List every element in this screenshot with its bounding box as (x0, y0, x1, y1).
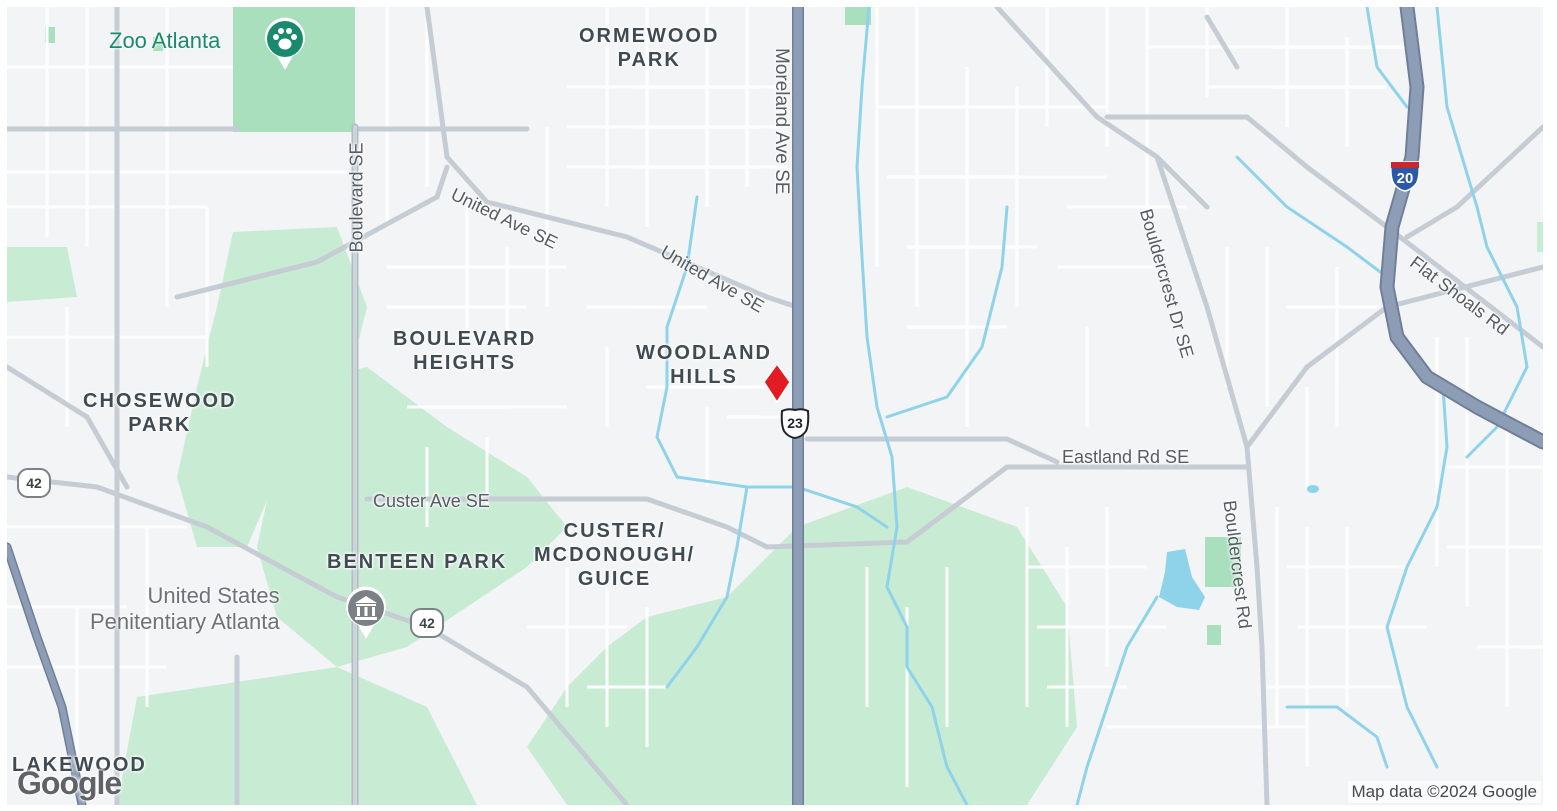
government-building-icon[interactable] (343, 585, 389, 641)
poi-label-line: Penitentiary Atlanta (90, 609, 280, 634)
map-base-layer (7, 7, 1543, 805)
neighborhood-lakewood: LAKEWOOD (12, 753, 147, 777)
poi-label-line: United States (147, 583, 280, 608)
interstate-20-number: 20 (1396, 170, 1414, 187)
waterways (655, 7, 1529, 805)
neighborhood-label-line: CUSTER/ (563, 520, 666, 542)
neighborhood-chosewood-park: CHOSEWOOD PARK (83, 389, 237, 437)
neighborhood-label-line: BENTEEN PARK (327, 551, 508, 573)
interstate-20-shield: 20 (1388, 160, 1422, 192)
neighborhood-boulevard-heights: BOULEVARD HEIGHTS (393, 327, 536, 375)
route-42-shield: 42 (17, 468, 51, 498)
map-view[interactable]: ORMEWOOD PARK BOULEVARD HEIGHTS WOODLAND… (7, 7, 1543, 805)
neighborhood-label-line: PARK (617, 49, 681, 71)
arterial-roads (7, 7, 1543, 805)
route-42-shield: 42 (410, 608, 444, 638)
neighborhood-benteen-park: BENTEEN PARK (327, 550, 507, 574)
neighborhood-label-line: HEIGHTS (413, 352, 517, 374)
poi-label-text: Zoo Atlanta (109, 28, 221, 53)
road-label-boulevard: Boulevard SE (346, 142, 367, 253)
us-route-23-shield: 23 (780, 407, 810, 440)
pond (1307, 485, 1319, 493)
neighborhood-label-line: PARK (128, 414, 192, 436)
neighborhood-label-line: LAKEWOOD (12, 754, 147, 776)
poi-label-zoo-atlanta[interactable]: Zoo Atlanta (109, 28, 220, 54)
map-attribution[interactable]: Map data ©2024 Google (1347, 781, 1541, 803)
lake (1159, 549, 1205, 610)
neighborhood-label-line: CHOSEWOOD (83, 390, 237, 412)
neighborhood-label-line: GUICE (577, 568, 652, 590)
interstate-shield-icon (1390, 161, 1420, 192)
google-logo[interactable]: Google (17, 765, 122, 801)
neighborhood-label-line: BOULEVARD (393, 328, 537, 350)
road-label-eastland: Eastland Rd SE (1062, 447, 1190, 467)
neighborhood-label-line: HILLS (670, 366, 738, 388)
us-route-23-number: 23 (787, 415, 803, 431)
poi-label-penitentiary[interactable]: United States Penitentiary Atlanta (90, 583, 280, 635)
neighborhood-label-line: MCDONOUGH/ (534, 544, 696, 566)
location-marker-icon[interactable] (762, 362, 792, 404)
us-shield-icon (780, 408, 810, 440)
freeways (7, 7, 1543, 805)
neighborhood-woodland-hills: WOODLAND HILLS (636, 341, 772, 389)
paw-print-icon[interactable] (262, 16, 308, 72)
neighborhood-label-line: WOODLAND (636, 342, 772, 364)
park-areas (7, 7, 1543, 805)
road-label-moreland: Moreland Ave SE (771, 48, 792, 195)
neighborhood-label-line: ORMEWOOD (579, 25, 720, 47)
neighborhood-ormewood-park: ORMEWOOD PARK (579, 24, 719, 72)
road-label-custer: Custer Ave SE (373, 491, 490, 511)
neighborhood-custer-mcdonough-guice: CUSTER/ MCDONOUGH/ GUICE (534, 519, 695, 591)
